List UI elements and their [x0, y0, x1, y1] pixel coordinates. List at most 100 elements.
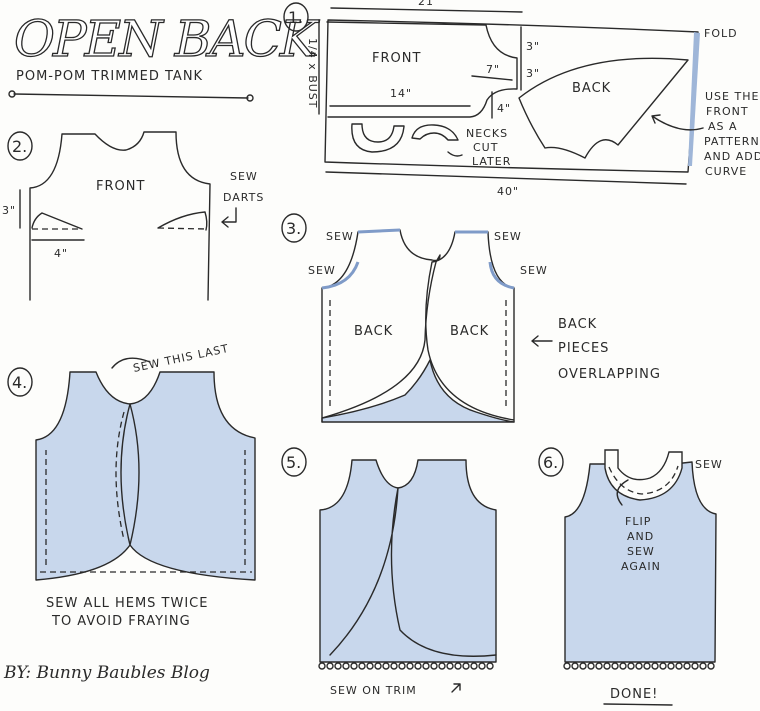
joined-back-piece — [35, 371, 256, 581]
pom-pom — [382, 662, 390, 670]
hems-note-line-2: TO AVOID FRAYING — [51, 614, 191, 629]
step-number: 6. — [543, 453, 558, 472]
sew-label: SEW — [695, 458, 723, 471]
armhole-depth-label: 3" — [526, 67, 540, 80]
pom-pom — [486, 662, 494, 670]
neck-depth-label: 3" — [526, 40, 540, 53]
left-dart — [31, 212, 83, 230]
hems-note-line-1: SEW ALL HEMS TWICE — [46, 596, 208, 611]
pom-pom — [342, 662, 350, 670]
sew-this-last-note: SEW THIS LAST — [132, 342, 230, 375]
pom-pom — [611, 662, 619, 670]
step-number: 3. — [286, 219, 301, 238]
done-label: DONE! — [610, 687, 658, 702]
pom-pom — [350, 662, 358, 670]
pom-pom — [675, 662, 683, 670]
step-number: 2. — [12, 137, 27, 156]
pom-pom — [478, 662, 486, 670]
darts-note-line-1: SEW — [230, 170, 258, 183]
pom-pom — [326, 662, 334, 670]
pom-pom — [635, 662, 643, 670]
flip-note-line-1: FLIP — [625, 515, 651, 528]
tank-back-piece — [319, 459, 497, 663]
pom-pom — [406, 662, 414, 670]
overlap-note-line-3: OVERLAPPING — [558, 367, 661, 382]
right-back-piece — [425, 231, 515, 423]
pom-pom — [691, 662, 699, 670]
sew-label-top-left: SEW — [326, 230, 354, 243]
pom-pom — [571, 662, 579, 670]
pom-pom-trim — [563, 662, 715, 670]
divider-end-right — [246, 94, 254, 102]
sew-label-top-right: SEW — [494, 230, 522, 243]
dart-length-label: 4" — [54, 247, 68, 260]
overlap-seam — [329, 487, 497, 657]
front-label: FRONT — [372, 51, 421, 66]
width-top-label: 21" — [418, 0, 440, 8]
pom-pom — [683, 662, 691, 670]
pom-pom — [659, 662, 667, 670]
darts-note-line-2: DARTS — [223, 191, 264, 204]
svg-text:FRONT: FRONT — [706, 105, 749, 118]
pom-pom — [627, 662, 635, 670]
pom-pom — [398, 662, 406, 670]
necks-note-line-2: CUT — [473, 141, 498, 154]
dart-height-label: 3" — [2, 204, 16, 217]
pom-pom — [643, 662, 651, 670]
pom-pom — [422, 662, 430, 670]
flip-arrow-icon — [616, 479, 629, 506]
height-label: 1/4 x BUST — [306, 38, 319, 109]
darts-arrow-icon — [221, 207, 237, 228]
back-label: BACK — [572, 81, 611, 96]
subtitle: POM-POM TRIMMED TANK — [16, 69, 203, 84]
fold-label: FOLD — [704, 27, 738, 40]
step-number: 4. — [12, 373, 27, 392]
back-right-label: BACK — [450, 324, 489, 339]
step-5-sew-trim: 5. SEW ON TRIM — [281, 447, 497, 697]
svg-text:USE THE: USE THE — [705, 90, 759, 103]
sew-label-right: SEW — [520, 264, 548, 277]
lower-depth-label: 4" — [497, 102, 511, 115]
svg-text:AND ADD: AND ADD — [704, 150, 760, 163]
pom-pom — [595, 662, 603, 670]
pattern-arrow-icon — [651, 114, 704, 131]
back-left-label: BACK — [354, 324, 393, 339]
pom-pom — [414, 662, 422, 670]
pom-pom — [438, 662, 446, 670]
step-number: 1. — [288, 8, 303, 27]
pom-pom — [699, 662, 707, 670]
front-label: FRONT — [96, 179, 145, 194]
step-3-back-pieces: 3. BACK BACK SEW SEW SEW SEW BACK PIECES… — [281, 213, 661, 423]
pom-pom — [430, 662, 438, 670]
armhole-width-label: 7" — [486, 63, 500, 76]
step-6-neck-facing: 6. SEW FLIP AND SEW AGAIN DONE! — [538, 447, 723, 706]
overlap-seam — [120, 403, 140, 546]
flip-note-line-3: SEW — [627, 545, 655, 558]
step-number: 5. — [286, 453, 301, 472]
pattern-note: USE THE FRONT AS A PATTERN AND ADD CURVE — [704, 90, 760, 178]
flip-note-line-2: AND — [627, 530, 654, 543]
svg-text:CURVE: CURVE — [705, 165, 747, 178]
necks-note-line-3: LATER — [472, 155, 511, 168]
pom-pom — [707, 662, 715, 670]
fold-edge — [688, 32, 700, 166]
right-dart — [157, 211, 208, 231]
pom-pom — [462, 662, 470, 670]
pom-pom — [374, 662, 382, 670]
necks-arrow-icon — [447, 151, 463, 157]
pom-pom — [603, 662, 611, 670]
front-pattern-piece — [326, 21, 518, 118]
pom-pom — [651, 662, 659, 670]
left-back-piece — [321, 229, 441, 423]
pom-pom — [318, 662, 326, 670]
pom-pom — [446, 662, 454, 670]
trim-arrow-icon — [451, 683, 461, 693]
front-bodice — [29, 131, 211, 301]
title-divider — [13, 93, 249, 99]
overlap-arrow-icon — [531, 335, 553, 347]
pom-pom-trim — [318, 662, 494, 670]
pom-pom — [454, 662, 462, 670]
pom-pom — [390, 662, 398, 670]
pom-pom — [579, 662, 587, 670]
